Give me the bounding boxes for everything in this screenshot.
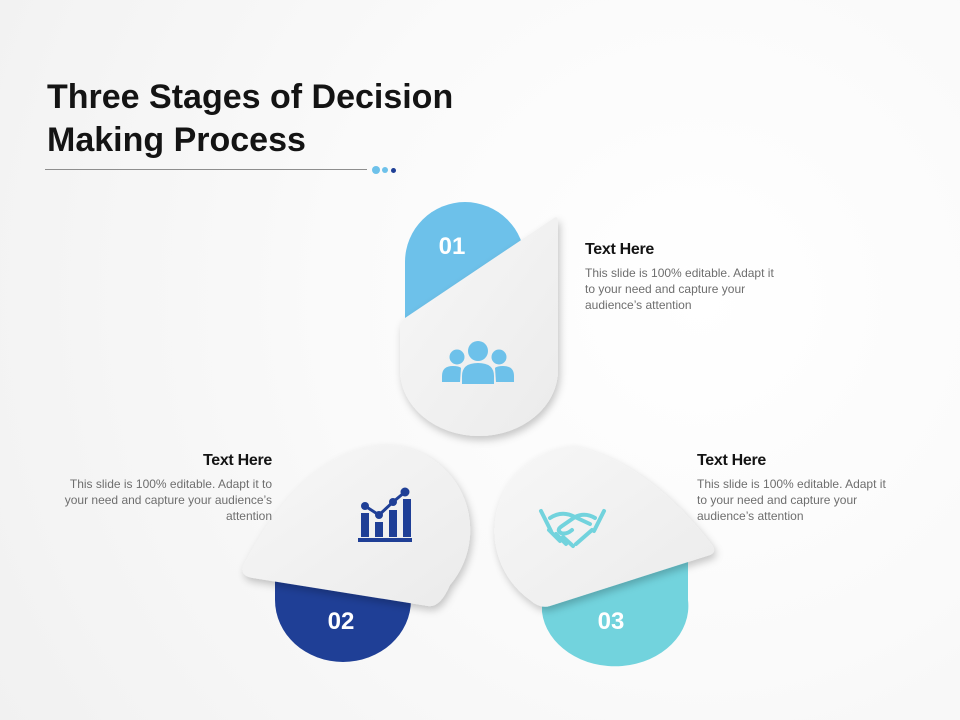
stage-01-description: This slide is 100% editable. Adapt it to… (585, 266, 774, 312)
people-group-icon (442, 341, 514, 384)
stage-03-description: This slide is 100% editable. Adapt it to… (697, 477, 886, 523)
stage-03-group: 03 (494, 446, 715, 667)
stage-01-text: Text Here This slide is 100% editable. A… (585, 241, 800, 313)
stage-03-text: Text Here This slide is 100% editable. A… (697, 452, 912, 524)
accent-dot-small (391, 168, 396, 173)
stage-02-group: 02 (242, 444, 471, 662)
stage-03-heading: Text Here (697, 452, 767, 469)
growth-chart-icon (358, 487, 412, 542)
stage-02-text: Text Here This slide is 100% editable. A… (57, 452, 273, 524)
stage-01-group: 01 (400, 202, 558, 436)
stage-01-heading: Text Here (585, 241, 655, 258)
accent-dot-large (372, 166, 380, 174)
stage-02-card (242, 444, 471, 607)
stage-02-number: 02 (328, 608, 355, 635)
accent-dot-medium (382, 167, 388, 173)
stage-03-number: 03 (598, 608, 625, 635)
stage-02-description: This slide is 100% editable. Adapt it to… (64, 477, 272, 523)
handshake-icon (539, 509, 606, 548)
stage-03-card (494, 446, 715, 607)
stage-02-heading: Text Here (202, 452, 272, 469)
slide-title: Three Stages of Decision Making Process (47, 78, 454, 159)
stage-01-number: 01 (439, 233, 466, 260)
title-underline (45, 169, 367, 170)
stage-01-card (400, 217, 558, 436)
